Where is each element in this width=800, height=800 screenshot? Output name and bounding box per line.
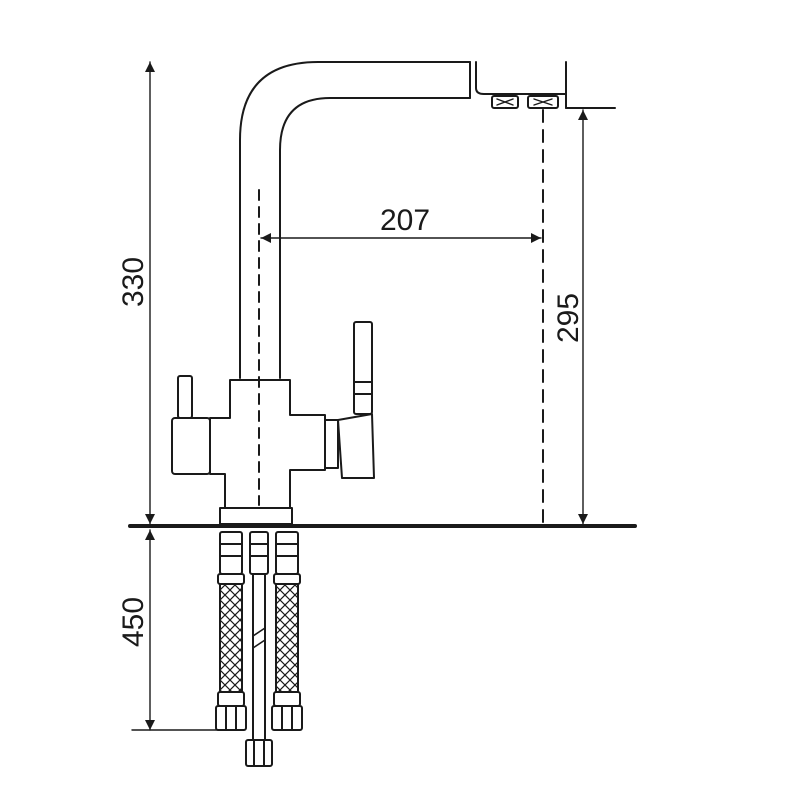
dim-450-label: 450 <box>117 597 150 647</box>
hose-center <box>245 531 273 767</box>
body-base-ring <box>219 507 293 525</box>
outlet-nozzle-right <box>527 95 559 109</box>
dim-207-label: 207 <box>380 204 430 237</box>
hose-right <box>271 531 303 731</box>
outlet-head <box>475 61 616 109</box>
outlet-head-body <box>475 61 567 95</box>
left-handle-block <box>171 417 211 475</box>
spout-outer-contour <box>239 61 471 379</box>
hose-left <box>215 531 247 731</box>
right-handle-collar <box>324 419 339 469</box>
supply-hoses <box>215 531 303 767</box>
mixer-body <box>171 321 375 525</box>
dim-295-label: 295 <box>552 293 585 343</box>
dimension-lines <box>131 61 588 731</box>
right-handle-block <box>337 413 375 479</box>
dim-330-label: 330 <box>117 257 150 307</box>
spout-inner-contour <box>279 97 471 379</box>
right-handle-lever <box>353 321 373 415</box>
spout <box>239 61 471 379</box>
left-handle-lever <box>177 375 193 419</box>
outlet-nozzle-left <box>491 95 519 109</box>
body-cross <box>209 379 326 509</box>
